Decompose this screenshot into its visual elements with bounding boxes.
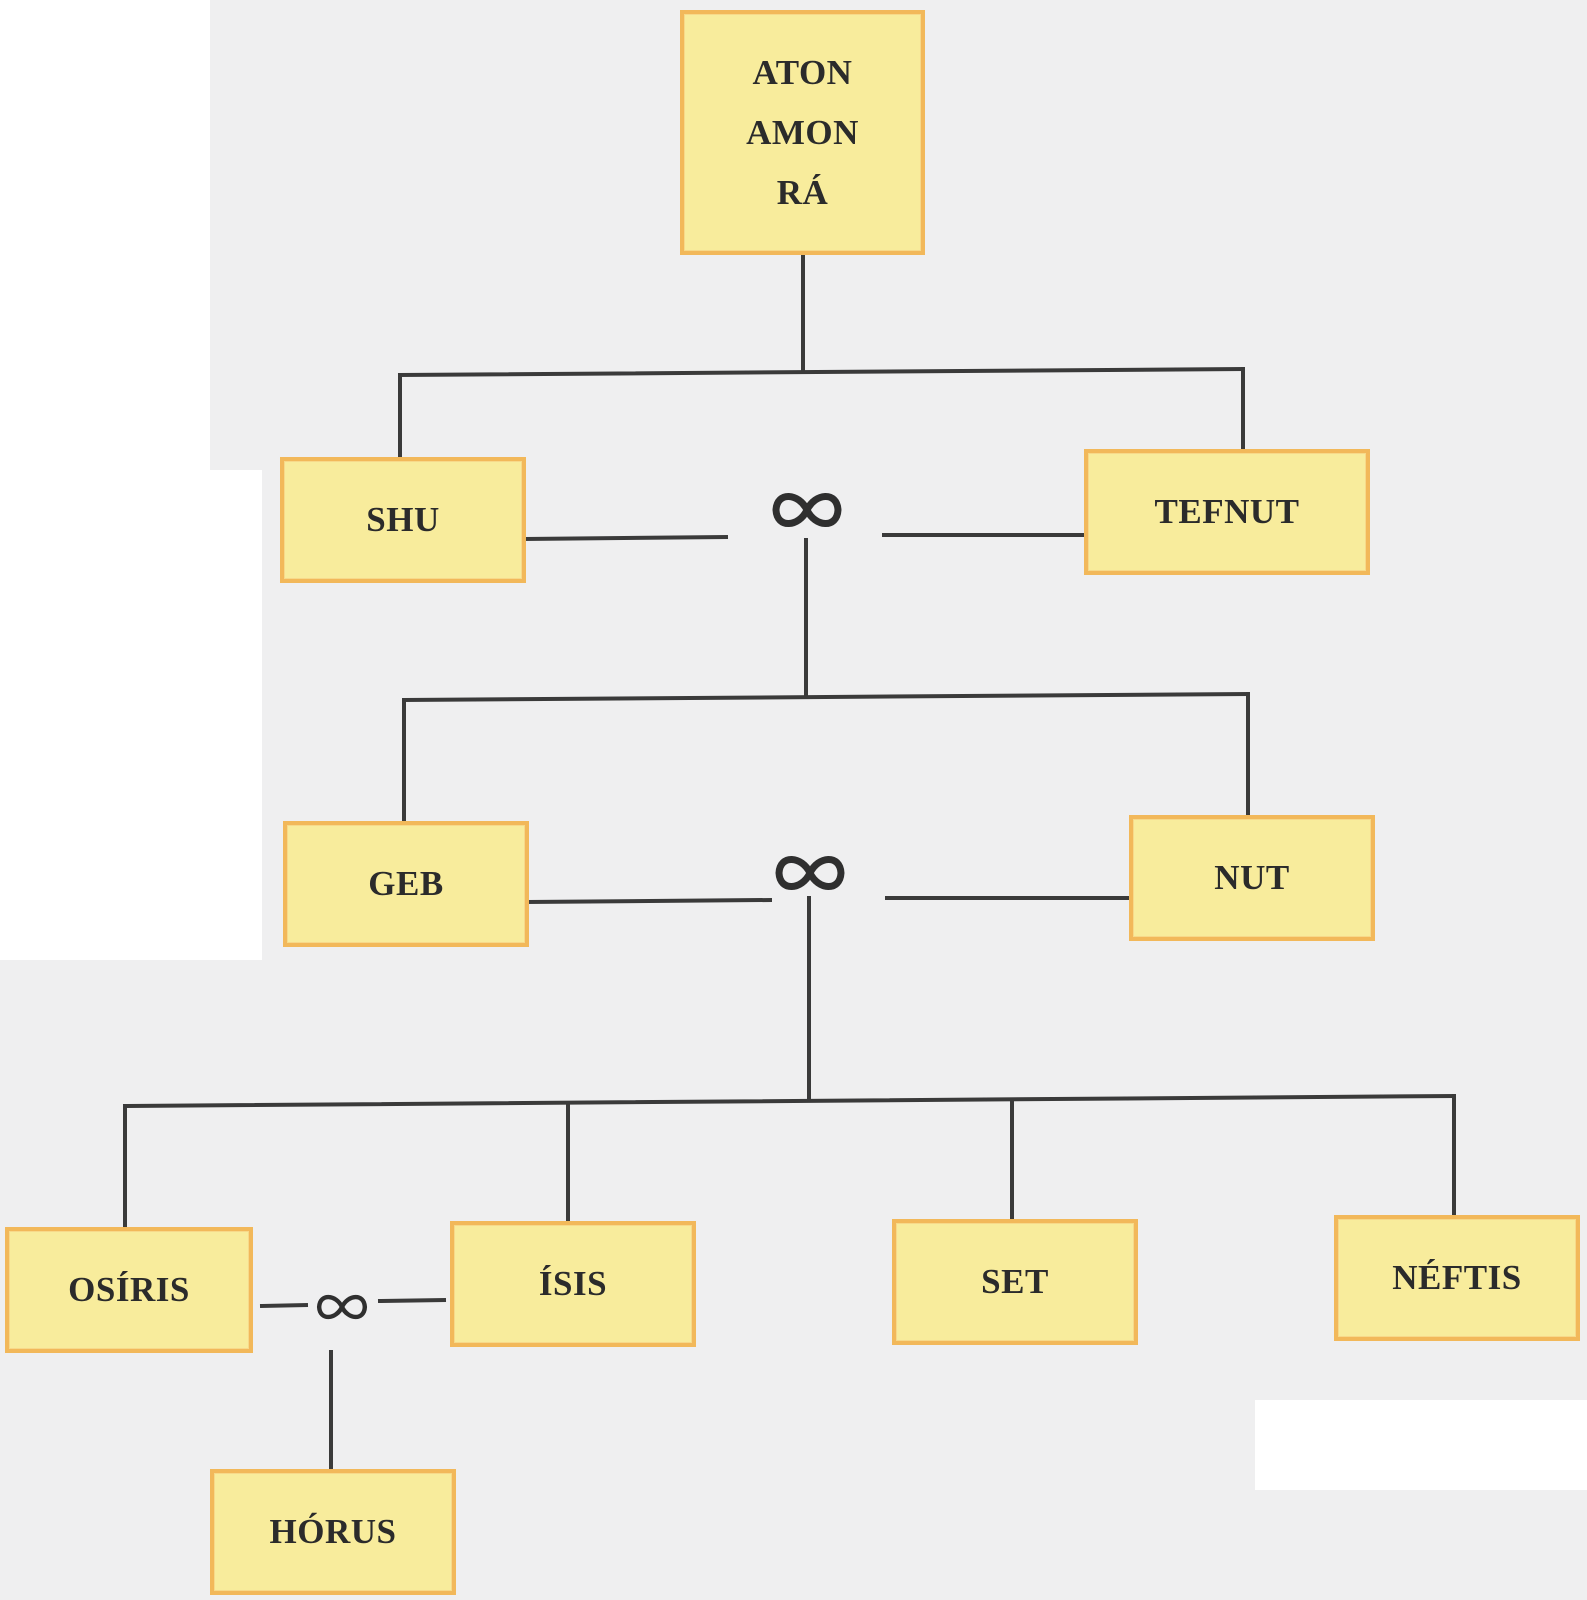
node-shu-label: SHU	[366, 500, 440, 539]
node-aton-label: ATON	[752, 52, 853, 92]
node-shu: SHU	[280, 457, 526, 583]
scan-patch-right-bottom	[1255, 1400, 1587, 1490]
union-line-shu	[522, 534, 729, 542]
union-line-geb	[525, 897, 773, 905]
node-nut: NUT	[1129, 815, 1375, 941]
infinity-icon	[772, 493, 842, 527]
node-neftis-label: NÉFTIS	[1392, 1258, 1522, 1297]
node-tefnut-label: TEFNUT	[1154, 492, 1300, 531]
union-line-osiris	[259, 1302, 309, 1309]
node-geb-label: GEB	[368, 864, 444, 903]
connector-gen2-bar	[401, 691, 1251, 703]
node-osiris: OSÍRIS	[5, 1227, 253, 1353]
union-osiris-isis	[287, 1272, 397, 1342]
node-ra-label: RÁ	[776, 172, 829, 212]
node-amon-label: AMON	[746, 112, 859, 152]
node-aton-amon-ra: ATON AMON RÁ	[680, 10, 925, 255]
node-set-label: SET	[981, 1262, 1049, 1301]
node-nut-label: NUT	[1214, 858, 1290, 897]
connector-gen3-bar	[122, 1093, 1457, 1109]
connector-gen1-bar	[397, 366, 1246, 378]
node-neftis: NÉFTIS	[1334, 1215, 1580, 1341]
node-set: SET	[892, 1219, 1138, 1345]
union-geb-nut	[755, 838, 865, 908]
infinity-icon	[316, 1294, 368, 1320]
node-isis: ÍSIS	[450, 1221, 696, 1347]
node-horus: HÓRUS	[210, 1469, 456, 1595]
node-isis-label: ÍSIS	[538, 1264, 608, 1303]
infinity-icon	[775, 856, 845, 890]
node-osiris-label: OSÍRIS	[68, 1270, 190, 1309]
scan-patch-left-top	[0, 0, 210, 470]
node-geb: GEB	[283, 821, 529, 947]
union-line-isis	[377, 1297, 447, 1304]
scan-patch-left-mid	[0, 470, 262, 960]
union-shu-tefnut	[752, 475, 862, 545]
node-horus-label: HÓRUS	[269, 1512, 397, 1551]
node-tefnut: TEFNUT	[1084, 449, 1370, 575]
